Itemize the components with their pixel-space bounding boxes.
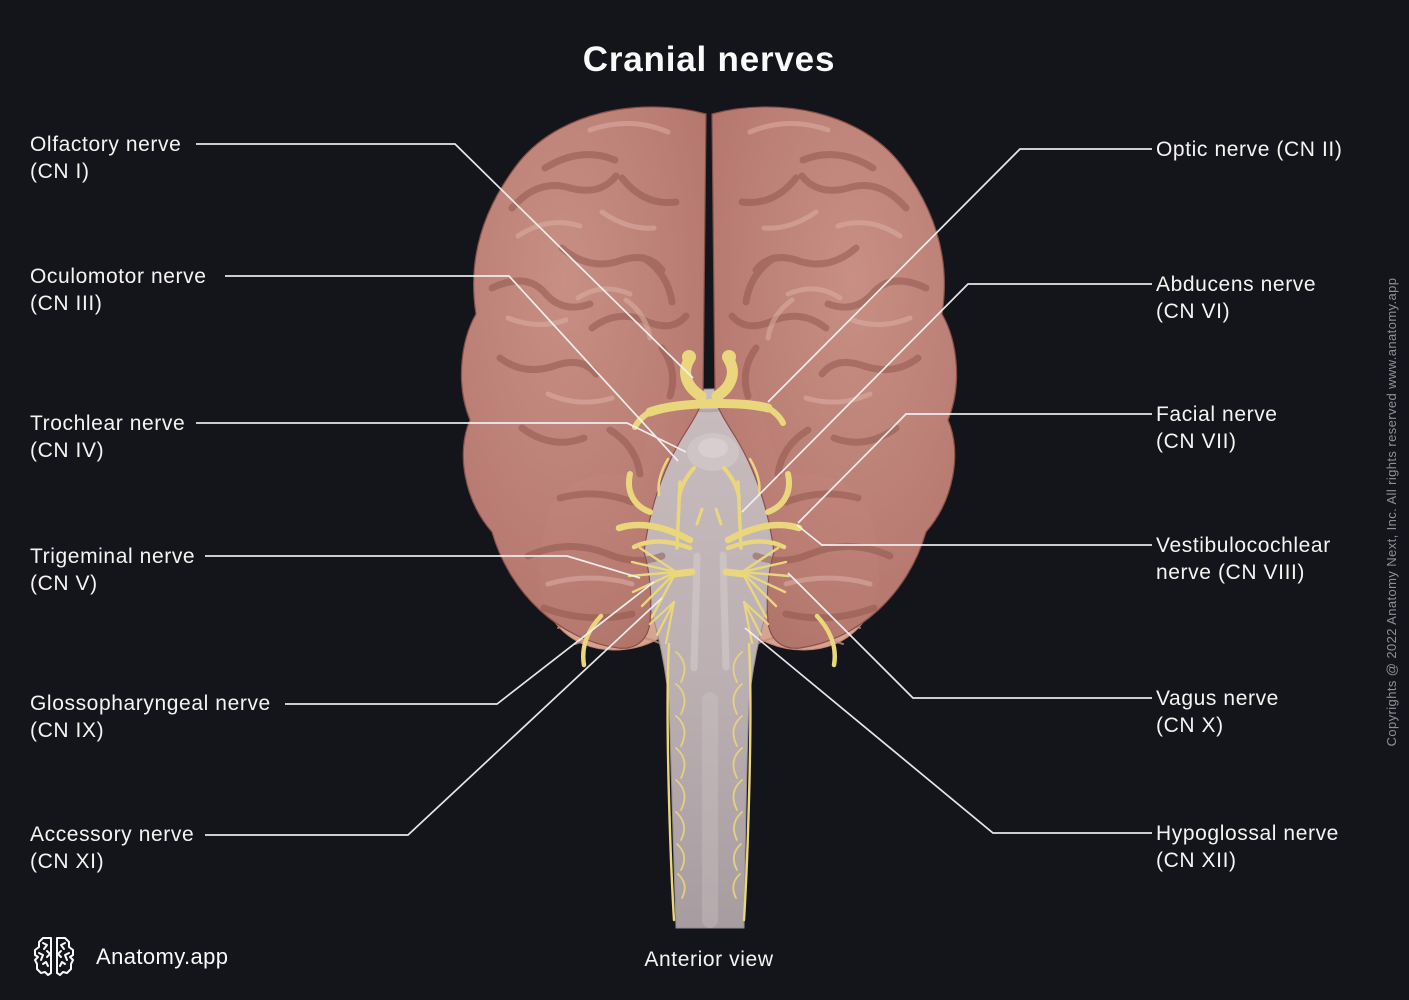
label-vestibulocochlear-nerve: Vestibulocochlear nerve (CN VIII)	[1156, 534, 1331, 584]
brain-logo-icon	[34, 937, 74, 976]
cranial-nerves	[583, 350, 835, 920]
label-optic-nerve: Optic nerve (CN II)	[1156, 138, 1343, 161]
brainstem-spinal-cord	[629, 387, 789, 929]
view-label: Anterior view	[644, 948, 774, 971]
label-accessory-nerve: Accessory nerve (CN XI)	[30, 823, 195, 873]
leader-line-accessory-nerve	[205, 597, 663, 836]
label-glossopharyngeal-nerve: Glossopharyngeal nerve (CN IX)	[30, 692, 271, 742]
leader-line-facial-nerve	[797, 413, 1152, 524]
page-title: Cranial nerves	[582, 40, 836, 79]
label-oculomotor-nerve: Oculomotor nerve (CN III)	[30, 265, 207, 315]
optic-chiasm	[645, 399, 773, 417]
leader-line-vagus-nerve	[787, 572, 1152, 699]
label-trigeminal-nerve: Trigeminal nerve (CN V)	[30, 545, 196, 595]
leader-line-trochlear-nerve	[196, 422, 687, 453]
label-vagus-nerve: Vagus nerve (CN X)	[1156, 687, 1279, 737]
leader-line-optic-nerve	[767, 148, 1152, 403]
leader-line-oculomotor-nerve	[225, 275, 679, 462]
label-abducens-nerve: Abducens nerve (CN VI)	[1156, 273, 1317, 323]
leader-line-olfactory-nerve	[196, 143, 694, 379]
leader-line-glossopharyngeal-nerve	[285, 581, 655, 705]
brand-name: Anatomy.app	[96, 944, 229, 969]
brand-lockup: Anatomy.app	[30, 933, 228, 981]
label-facial-nerve: Facial nerve (CN VII)	[1156, 403, 1278, 453]
leader-line-abducens-nerve	[741, 283, 1152, 513]
leader-line-vestibulocochlear-nerve	[796, 524, 1152, 546]
leader-lines	[196, 143, 1152, 836]
leader-line-trigeminal-nerve	[205, 555, 641, 579]
label-olfactory-nerve: Olfactory nerve (CN I)	[30, 133, 182, 183]
leader-line-hypoglossal-nerve	[744, 627, 1152, 834]
label-trochlear-nerve: Trochlear nerve (CN IV)	[30, 412, 186, 462]
copyright-text: Copyrights @ 2022 Anatomy Next, Inc. All…	[1384, 277, 1399, 747]
label-hypoglossal-nerve: Hypoglossal nerve (CN XII)	[1156, 822, 1339, 872]
